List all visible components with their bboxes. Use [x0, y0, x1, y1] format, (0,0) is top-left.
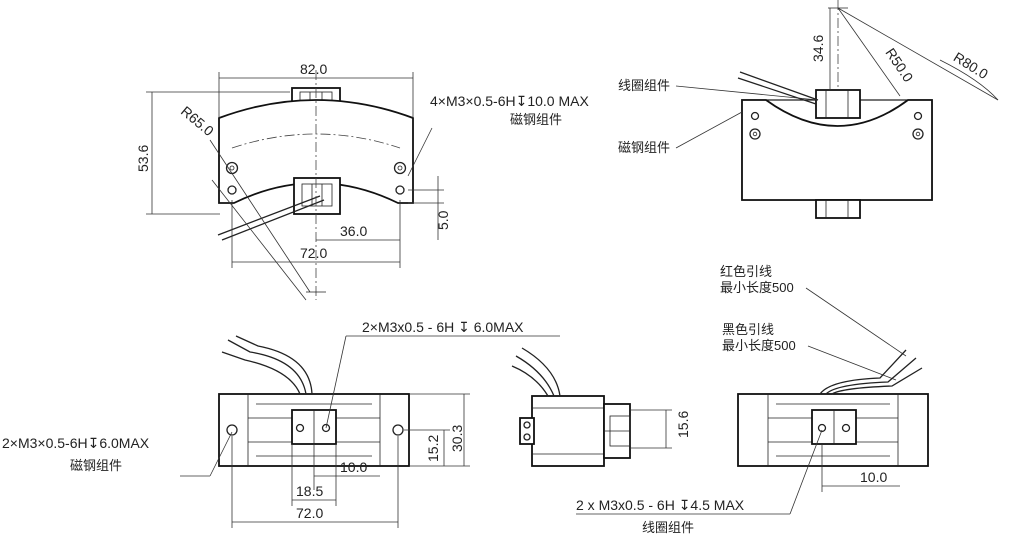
thread-note-back: 2 x M3x0.5 - 6H ↧4.5 MAX [576, 497, 745, 513]
mount-hole [392, 424, 404, 436]
red-wire-label: 红色引线 [720, 264, 772, 279]
radius-50-label: R50.0 [882, 45, 916, 85]
black-wire-length: 最小长度500 [722, 338, 796, 353]
red-wire-length: 最小长度500 [720, 280, 794, 295]
dim-10-front: 10.0 [340, 459, 367, 475]
front-view: 2×M3x0.5 - 6H ↧ 6.0MAX 2×M3×0.5-6H↧6.0MA… [2, 319, 560, 528]
dim-53: 53.6 [135, 145, 151, 172]
magnet-label-front: 磁钢组件 [70, 458, 122, 473]
dim-82: 82.0 [300, 61, 327, 77]
dim-72-front: 72.0 [296, 505, 323, 521]
dim-5: 5.0 [435, 210, 451, 230]
black-wire-label: 黑色引线 [722, 322, 774, 337]
dim-15-2: 15.2 [425, 435, 441, 462]
dim-30-3: 30.3 [449, 425, 465, 452]
coil-label-top: 线圈组件 [618, 78, 670, 93]
coil-label-back: 线圈组件 [642, 520, 694, 535]
dim-10-back: 10.0 [860, 469, 887, 485]
mount-hole [395, 185, 405, 195]
dim-36: 36.0 [340, 223, 367, 239]
top-right-view: 34.6 R50.0 R80.0 线圈组件 磁钢组件 [618, 0, 999, 219]
mount-hole [749, 128, 761, 140]
mount-hole [227, 185, 237, 195]
magnet-label-right: 磁钢组件 [618, 140, 670, 155]
dim-72-top: 72.0 [300, 245, 327, 261]
dim-34: 34.6 [810, 35, 826, 62]
side-view: 15.6 [511, 347, 691, 467]
coil-block [815, 89, 861, 119]
back-view: 10.0 2 x M3x0.5 - 6H ↧4.5 MAX 线圈组件 [576, 349, 929, 535]
radius-65-label: R65.0 [178, 103, 217, 139]
magnet-label: 磁钢组件 [510, 112, 562, 127]
dim-18: 18.5 [296, 483, 323, 499]
mount-hole [226, 424, 238, 436]
wire-notes: 红色引线 最小长度500 黑色引线 最小长度500 [720, 264, 907, 381]
side-body [531, 395, 605, 467]
dim-15-6: 15.6 [675, 411, 691, 438]
thread-note-left: 2×M3×0.5-6H↧6.0MAX [2, 435, 150, 451]
magnet-arc-body-right [741, 99, 933, 201]
mount-hole [393, 161, 407, 175]
thread-note-4x: 4×M3×0.5-6H↧10.0 MAX [430, 93, 589, 109]
top-left-view: R65.0 82.0 53.6 4×M3×0.5-6H↧10.0 MAX 磁钢组… [135, 61, 589, 301]
mount-hole [912, 128, 924, 140]
thread-note-top: 2×M3x0.5 - 6H ↧ 6.0MAX [362, 319, 524, 335]
